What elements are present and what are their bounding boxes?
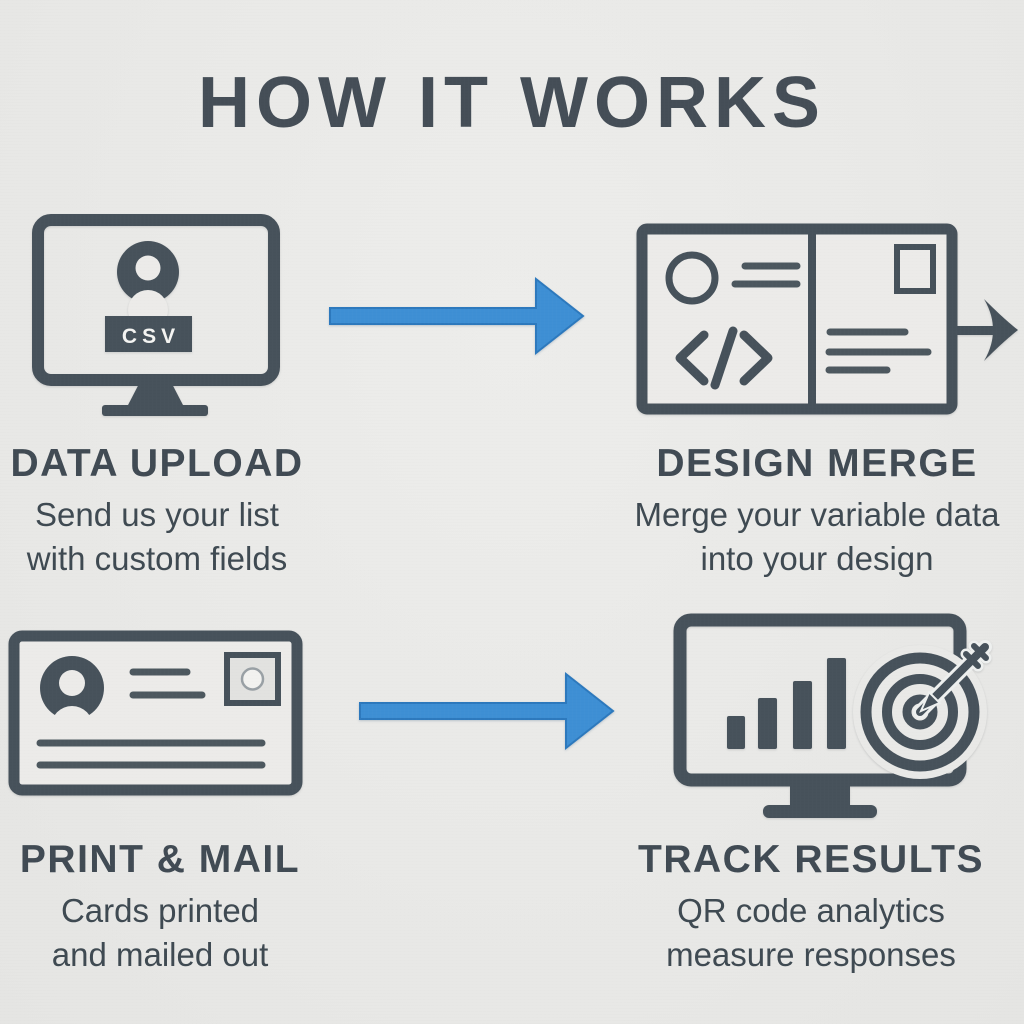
csv-badge-label: CSV — [122, 325, 180, 348]
photo-placeholder-circle — [665, 251, 719, 305]
bullseye-target-dart-icon — [853, 640, 992, 779]
monitor-stand-base — [102, 405, 208, 416]
postcard-address-stamp-icon — [6, 628, 306, 804]
postage-stamp-icon — [224, 652, 281, 706]
postage-stamp-icon — [894, 244, 936, 294]
monitor-stand-base — [763, 805, 877, 818]
text-placeholder-lines — [731, 262, 801, 288]
dart-arrow — [913, 640, 992, 719]
bar-chart-icon — [727, 658, 846, 749]
small-dark-right-arrow-icon — [950, 299, 1018, 361]
postcard-code-merge-icon — [634, 221, 1024, 421]
monitor-stand-neck — [127, 378, 184, 407]
monitor-stand-neck — [790, 775, 850, 808]
monitor-analytics-svg — [673, 613, 992, 818]
step-heading: DATA UPLOAD — [10, 442, 304, 485]
csv-badge: CSV — [105, 316, 192, 352]
text-placeholder-lines — [129, 668, 206, 699]
step-description-line: Send us your list — [35, 496, 279, 533]
step-description-line: Merge your variable data — [634, 496, 1000, 533]
postcard-contact-svg — [8, 630, 303, 796]
postcard-code-svg — [636, 223, 1018, 415]
monitor-csv-upload-svg: CSV — [32, 214, 280, 416]
step-data-upload-label: DATA UPLOAD Send us your list with custo… — [0, 442, 322, 581]
step-description-line: Cards printed — [60, 892, 260, 929]
blue-right-arrow-icon — [358, 671, 618, 751]
step-print-mail-label: PRINT & MAIL Cards printed and mailed ou… — [0, 838, 325, 977]
step-heading: PRINT & MAIL — [19, 838, 301, 881]
arrow-shape — [359, 671, 615, 751]
arrow-shape — [329, 276, 585, 356]
step-description-line: and mailed out — [51, 936, 269, 973]
step-description-line: measure responses — [666, 936, 956, 973]
flow-arrow-svg — [329, 276, 585, 356]
page-title: HOW IT WORKS — [198, 63, 826, 143]
step-description-line: with custom fields — [26, 540, 288, 577]
flow-arrow-svg — [359, 671, 615, 751]
monitor-chart-target-icon — [672, 612, 1002, 824]
step-design-merge-label: DESIGN MERGE Merge your variable data in… — [602, 442, 1024, 581]
step-heading: DESIGN MERGE — [656, 442, 978, 485]
step-heading: TRACK RESULTS — [638, 838, 984, 881]
code-brackets-icon — [675, 326, 773, 390]
step-description-line: QR code analytics — [677, 892, 945, 929]
step-track-results-label: TRACK RESULTS QR code analytics measure … — [596, 838, 1024, 977]
monitor-csv-upload-icon: CSV — [30, 212, 280, 418]
user-avatar-icon — [40, 656, 104, 748]
step-description-line: into your design — [700, 540, 934, 577]
address-lines — [825, 328, 932, 374]
address-lines — [36, 739, 266, 769]
blue-right-arrow-icon — [328, 276, 588, 356]
